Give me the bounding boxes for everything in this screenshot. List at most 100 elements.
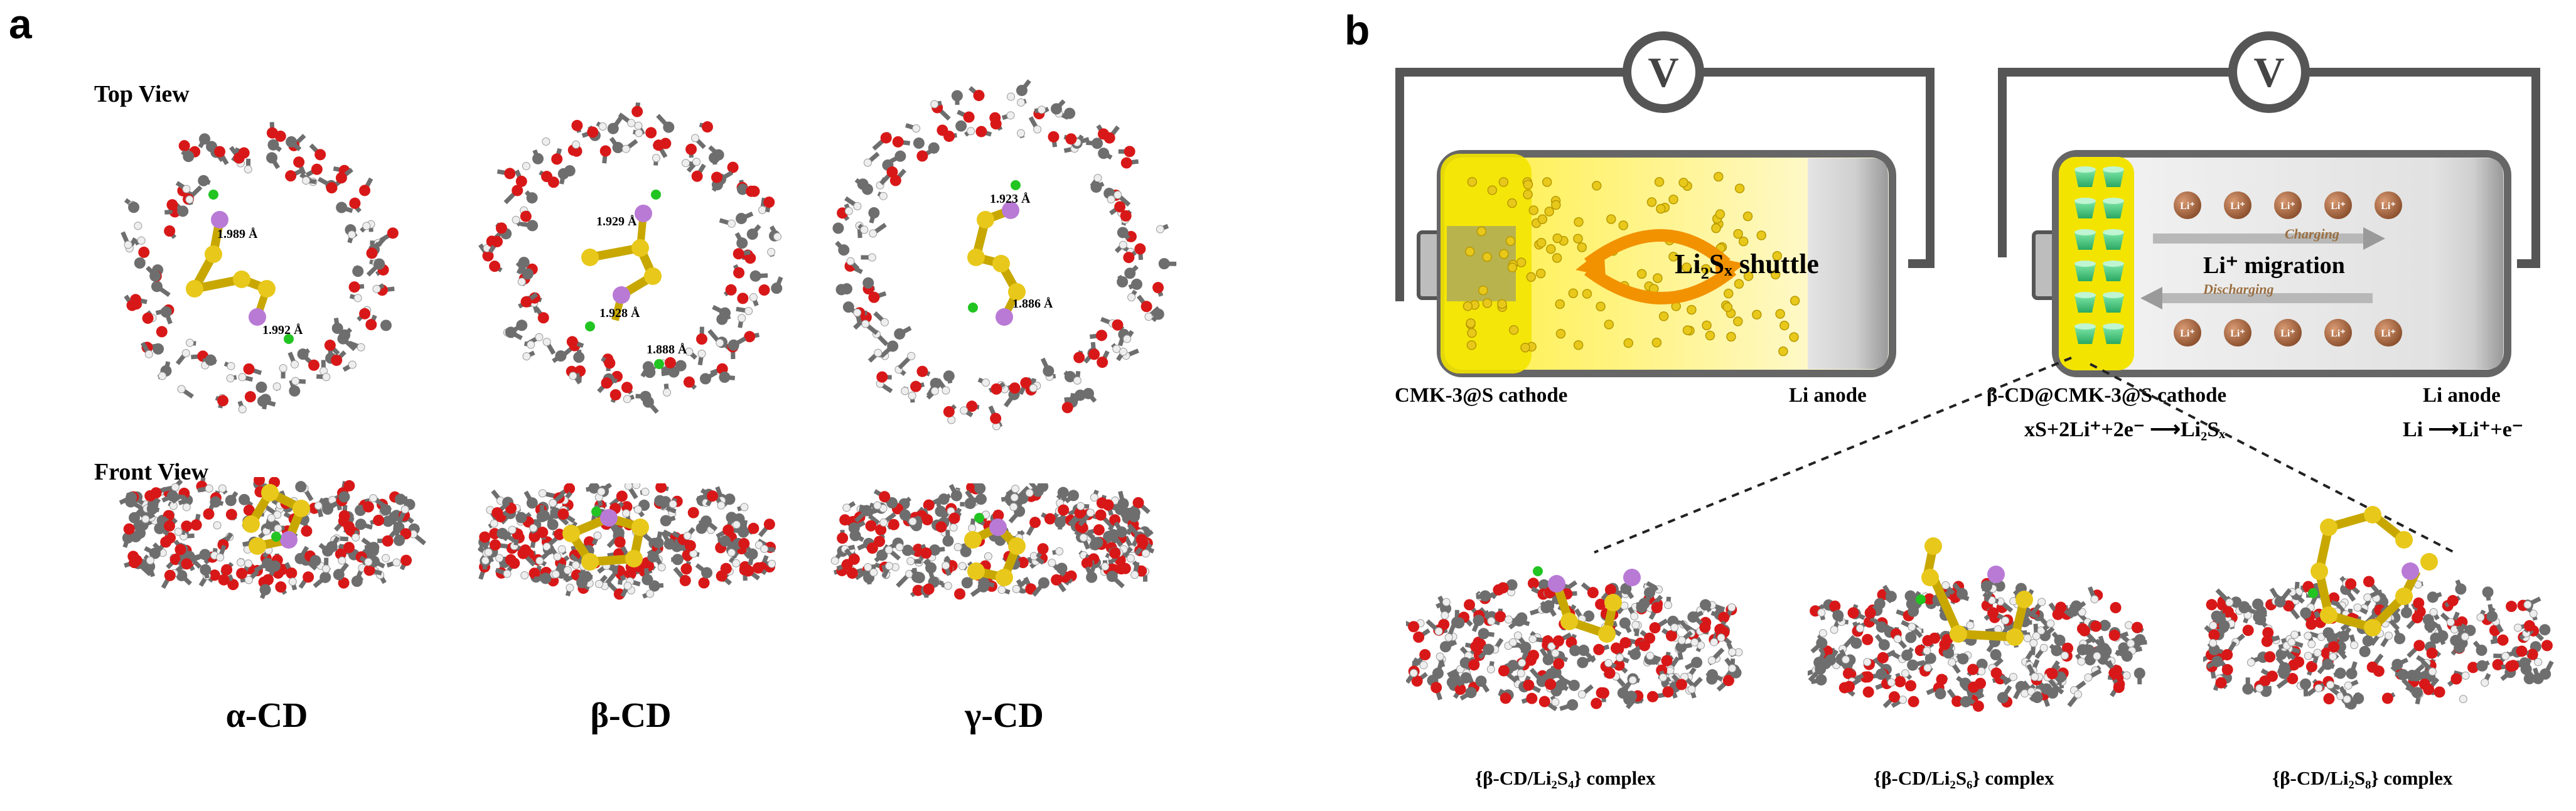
li-ion-icon <box>2274 191 2302 219</box>
li-ion-icon <box>2324 191 2352 219</box>
beta-cd-cup-icon <box>2103 295 2124 313</box>
polysulfide-dot <box>1715 209 1725 219</box>
polysulfide-dot <box>1682 325 1693 335</box>
svg-text:V: V <box>1648 48 1678 96</box>
polysulfide-dot <box>1465 247 1475 257</box>
polysulfide-dot <box>1466 340 1477 350</box>
polysulfide-dot <box>1682 262 1692 272</box>
li-ion-row-bottom: Li⁺Li⁺Li⁺Li⁺Li⁺ <box>2174 319 2402 346</box>
polysulfide-dot <box>1498 177 1509 187</box>
cyclodextrin-band <box>830 483 1155 600</box>
top-view-title: Top View <box>94 81 190 107</box>
beta-cd-cup-icon <box>2103 264 2124 281</box>
polysulfide-dot <box>1573 340 1584 350</box>
polysulfide-dot <box>1653 273 1663 283</box>
complex-li2s6-molecule <box>1808 537 2147 712</box>
sulfur-chain <box>1916 537 2033 646</box>
zoom-callout-lines <box>1594 357 2455 554</box>
polysulfide-dot <box>1724 288 1734 299</box>
polysulfide-dot <box>1546 244 1556 254</box>
circuit-wire <box>1395 68 1626 154</box>
gamma-cd-label: γ-CD <box>965 696 1044 735</box>
li-ion-icon <box>2324 319 2352 346</box>
li-ion-label: Li⁺ <box>2180 328 2195 339</box>
bond-length-label: 1.888 Å <box>647 343 687 357</box>
beta-cd-label: β-CD <box>590 696 672 735</box>
polysulfide-dot <box>1482 252 1492 262</box>
beta-cd-cathode-label: β-CD@CMK-3@S cathode <box>1987 384 2227 407</box>
li-ion-icon <box>2375 191 2402 219</box>
polysulfide-dot <box>1705 330 1715 341</box>
polysulfide-dot <box>1775 309 1785 319</box>
polysulfide-dot <box>1668 195 1678 205</box>
bond-length-label: 1.989 Å <box>217 227 258 241</box>
sulfur-chain <box>1533 566 1641 643</box>
gamma-cd-top-view <box>832 79 1177 431</box>
polysulfide-dot <box>1467 176 1478 187</box>
sulfur-chain <box>186 190 294 344</box>
li-ion-label: Li⁺ <box>2331 328 2346 339</box>
left-battery-cell: V <box>1395 31 1935 377</box>
discharging-label: Discharging <box>2203 281 2274 297</box>
polysulfide-dot <box>1636 269 1647 279</box>
shuttle-label: Li₂Sₓ shuttle <box>1675 249 1819 279</box>
polysulfide-dot <box>1733 228 1743 239</box>
bond-length-label: 1.929 Å <box>596 215 637 228</box>
polysulfide-dot <box>1516 257 1527 267</box>
polysulfide-dot <box>1651 338 1662 348</box>
cyclodextrin-ring <box>121 122 399 414</box>
cathode-reaction: xS+2Li⁺+2e⁻ ⟶Li₂Sₓ <box>2024 418 2225 441</box>
polysulfide-dot <box>1656 203 1666 214</box>
panel-b-letter: b <box>1344 7 1370 53</box>
polysulfide-dot <box>1654 177 1665 187</box>
polysulfide-dot <box>1467 328 1477 338</box>
polysulfide-dot <box>1462 301 1473 311</box>
alpha-cd-sulfur-chain <box>186 190 294 344</box>
polysulfide-dot <box>1487 185 1498 195</box>
complex-li2s6-label: {β-CD/Li₂S₆} complex <box>1874 767 2054 789</box>
polysulfide-dot <box>1520 342 1530 353</box>
li-anode-region <box>1808 158 1888 369</box>
li-anode-region <box>2429 158 2503 369</box>
polysulfide-dot <box>1573 234 1583 244</box>
beta-cd-sulfur-chain <box>581 190 664 369</box>
polysulfide-dot <box>1687 304 1697 315</box>
polysulfide-dot <box>1592 181 1602 191</box>
polysulfide-dot <box>1528 205 1539 215</box>
sulfur-chain <box>964 513 1026 586</box>
polysulfide-dot <box>1738 236 1749 247</box>
complex-li2s4-molecule <box>1406 566 1743 712</box>
polysulfide-dot <box>1509 325 1519 335</box>
bond-length-label: 1.886 Å <box>1012 297 1053 311</box>
polysulfide-dot <box>1623 338 1634 348</box>
right-battery-cell: V Li⁺Li⁺Li⁺Li⁺Li⁺ Li⁺Li⁺Li⁺Li⁺Li⁺ <box>1998 31 2540 377</box>
cyclodextrin-band <box>119 477 427 599</box>
polysulfide-dot <box>1604 320 1614 330</box>
li-ion-icon <box>2224 319 2251 346</box>
polysulfide-dot <box>1606 214 1616 224</box>
alpha-cd-label: α-CD <box>225 696 308 735</box>
beta-cd-cup-icon <box>2074 264 2096 281</box>
beta-cd-cup-icon <box>2074 326 2096 344</box>
polysulfide-dot <box>1770 269 1781 280</box>
polysulfide-dot <box>1544 207 1554 217</box>
polysulfide-dot <box>1466 318 1476 328</box>
polysulfide-dot <box>1476 226 1487 237</box>
polysulfide-dot <box>1505 236 1516 246</box>
polysulfide-dot <box>1497 299 1507 309</box>
li-ion-label: Li⁺ <box>2280 328 2295 339</box>
li-ion-label: Li⁺ <box>2230 201 2245 212</box>
polysulfide-dot <box>1568 288 1579 299</box>
polysulfide-dot <box>1555 328 1566 339</box>
polysulfide-dot <box>1482 298 1493 308</box>
battery-schematic: V V Li⁺Li⁺Li⁺Li⁺Li⁺ Li⁺Li⁺Li⁺Li⁺Li⁺ <box>1395 31 2540 377</box>
cyclodextrin-band <box>1406 577 1743 712</box>
li-ion-icon <box>2174 191 2201 219</box>
polysulfide-dot <box>1526 272 1537 282</box>
shuttle-arrow <box>1584 229 1731 269</box>
cmk3-cathode-label: CMK-3@S cathode <box>1395 384 1568 407</box>
polysulfide-dot <box>1523 180 1533 190</box>
beta-cd-front-view <box>477 483 776 600</box>
polysulfide-dot <box>1722 302 1733 313</box>
beta-cd-cup-icon <box>2074 295 2096 313</box>
